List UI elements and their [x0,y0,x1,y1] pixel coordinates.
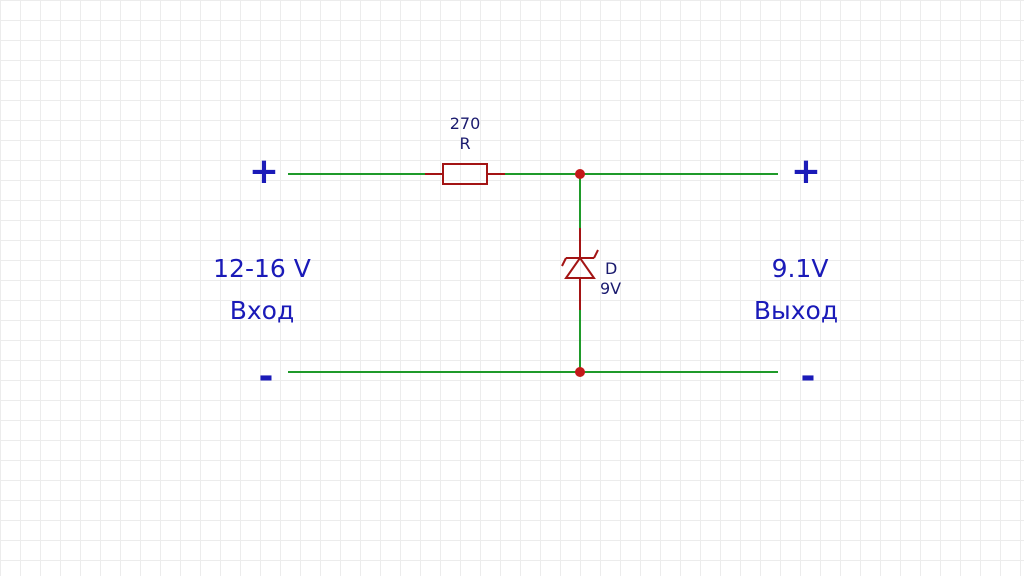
zener-designator-label: D [605,259,617,278]
input-voltage-label: 12-16 V [213,254,311,283]
input-label: Вход [230,296,295,325]
input-minus-sign: - [259,356,274,397]
junction-top [575,169,585,179]
output-voltage-label: 9.1V [772,254,829,283]
output-label: Выход [754,296,838,325]
resistor [425,163,505,185]
output-plus-sign: + [791,151,821,192]
zener-diode [561,228,599,310]
resistor-value-label: 270 [450,114,481,133]
resistor-designator-label: R [459,134,470,153]
output-minus-sign: - [801,356,816,397]
zener-value-label: 9V [600,279,621,298]
input-plus-sign: + [249,151,279,192]
junction-bottom [575,367,585,377]
